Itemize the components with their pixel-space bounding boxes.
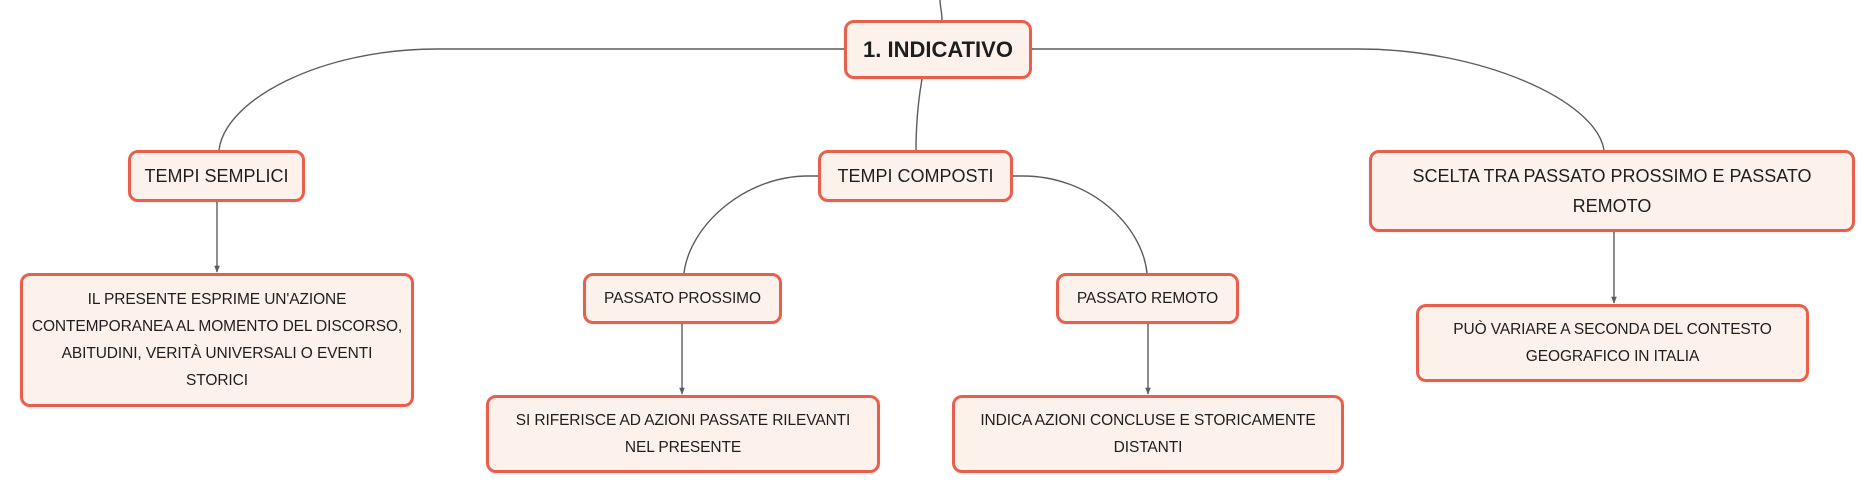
node-tempi-composti[interactable]: TEMPI COMPOSTI xyxy=(818,150,1013,202)
node-passato-remoto[interactable]: PASSATO REMOTO xyxy=(1056,273,1239,324)
node-label: TEMPI COMPOSTI xyxy=(837,166,994,186)
node-label: PASSATO PROSSIMO xyxy=(604,290,761,307)
node-label: IL PRESENTE ESPRIME UN'AZIONE CONTEMPORA… xyxy=(31,291,403,389)
node-presente-detail[interactable]: IL PRESENTE ESPRIME UN'AZIONE CONTEMPORA… xyxy=(20,273,414,407)
node-label: SCELTA TRA PASSATO PROSSIMO E PASSATO RE… xyxy=(1412,166,1812,216)
node-puo-variare-detail[interactable]: PUÒ VARIARE A SECONDA DEL CONTESTO GEOGR… xyxy=(1416,304,1809,382)
node-label: PASSATO REMOTO xyxy=(1076,290,1219,307)
node-tempi-semplici[interactable]: TEMPI SEMPLICI xyxy=(128,150,305,202)
node-root-indicativo[interactable]: 1. INDICATIVO xyxy=(844,20,1032,79)
node-label: 1. INDICATIVO xyxy=(863,36,1013,62)
connector-root-tempi-semplici xyxy=(218,48,844,151)
node-label: PUÒ VARIARE A SECONDA DEL CONTESTO GEOGR… xyxy=(1453,321,1772,365)
node-label: SI RIFERISCE AD AZIONI PASSATE RILEVANTI… xyxy=(515,412,851,456)
connector-tempi-composti-passato-prossimo xyxy=(683,175,818,274)
connector-root-tempi-composti xyxy=(915,78,923,151)
node-si-riferisce-detail[interactable]: SI RIFERISCE AD AZIONI PASSATE RILEVANTI… xyxy=(486,395,880,473)
node-label: TEMPI SEMPLICI xyxy=(144,166,289,186)
node-passato-prossimo[interactable]: PASSATO PROSSIMO xyxy=(583,273,782,324)
connector-tempi-composti-passato-remoto xyxy=(1013,175,1148,274)
node-label: INDICA AZIONI CONCLUSE E STORICAMENTE DI… xyxy=(980,412,1316,456)
connector-root-parent xyxy=(939,0,943,21)
node-scelta-passato[interactable]: SCELTA TRA PASSATO PROSSIMO E PASSATO RE… xyxy=(1369,150,1855,232)
node-indica-detail[interactable]: INDICA AZIONI CONCLUSE E STORICAMENTE DI… xyxy=(952,395,1344,473)
connector-root-scelta xyxy=(1032,48,1605,151)
